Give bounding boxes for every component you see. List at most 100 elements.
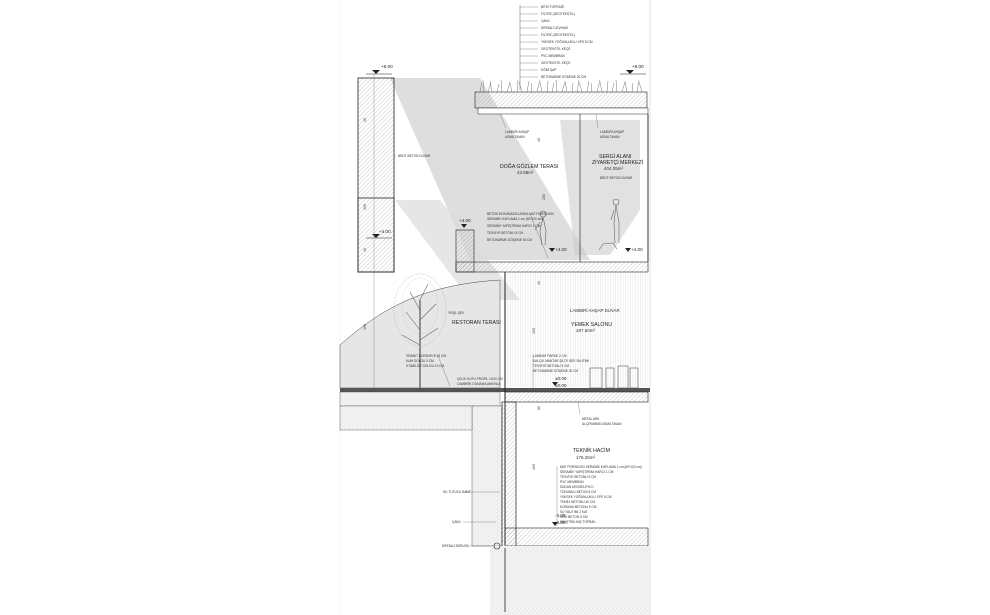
- doga-title: DOĞA GÖZLEM TERASI: [500, 163, 558, 170]
- basement-wall: [501, 401, 517, 549]
- svg-text:40: 40: [537, 281, 541, 285]
- svg-text:DRENAJ BORUSU: DRENAJ BORUSU: [442, 544, 470, 548]
- dining-wood-wall: [505, 272, 648, 388]
- ground-fill: [339, 391, 501, 407]
- teknik-area: 176.25m²: [576, 455, 596, 460]
- ground-floor-slab: [504, 391, 649, 403]
- green-roof-slab: [474, 91, 648, 109]
- svg-text:LAMBİRİ AHŞAP: LAMBİRİ AHŞAP: [505, 129, 529, 134]
- restoran-label: RESTORAN TERASI: [452, 320, 501, 326]
- roof-layer-text: FİLTRE (GEOTEKSTİL): [541, 11, 575, 16]
- svg-text:SERAMİK YAPIŞTIRMA HARCI 1 CM: SERAMİK YAPIŞTIRMA HARCI 1 CM: [560, 469, 614, 474]
- svg-text:LAMBİRİ AHŞAP: LAMBİRİ AHŞAP: [600, 129, 624, 134]
- roof-ceiling-board: [477, 107, 649, 115]
- svg-text:-4.00: -4.00: [555, 520, 566, 525]
- roof-layer-text: FİLTRE (GEOTEKSTİL): [541, 32, 575, 37]
- annotation-drenaj: DRENAJ BORUSU: [442, 542, 501, 550]
- svg-text:METAL ARK: METAL ARK: [582, 417, 600, 421]
- roof-layer-text: BİTKİ TOPRAĞI: [541, 4, 564, 9]
- foundation-soil: [490, 546, 650, 615]
- svg-text:ÇELİK KUTU PROFİL 10/10 CM: ÇELİK KUTU PROFİL 10/10 CM: [457, 376, 503, 381]
- tech-floor-layer-list: MAT PORSELEN SERAMİK KAPLAMA 1 cm (60*12…: [556, 464, 642, 526]
- svg-text:+4.00: +4.00: [379, 229, 391, 234]
- svg-text:400: 400: [532, 464, 536, 470]
- svg-text:TOHUMLU BETON 5 CM: TOHUMLU BETON 5 CM: [560, 490, 596, 494]
- svg-text:GRANIT BORDÜR 8*15 CM: GRANIT BORDÜR 8*15 CM: [406, 354, 446, 358]
- svg-text:280: 280: [542, 194, 546, 200]
- doga-area: 43.58m²: [517, 170, 534, 175]
- drainage-pipe-icon: [493, 542, 501, 550]
- svg-text:ALÇIPANIMD ASMA TAVAN: ALÇIPANIMD ASMA TAVAN: [582, 422, 622, 426]
- svg-text:BETONARME DÖŞEME 20 CM: BETONARME DÖŞEME 20 CM: [533, 369, 578, 373]
- svg-text:CAMBRİK DONAMA ANKRAJI: CAMBRİK DONAMA ANKRAJI: [457, 381, 501, 386]
- roof-layer-list: BİTKİ TOPRAĞI FİLTRE (GEOTEKSTİL) ÇAKIL …: [520, 4, 593, 79]
- svg-text:TESVİYE BETONU 5 CM: TESVİYE BETONU 5 CM: [560, 474, 596, 479]
- roof-layer-text: YÜKSEK YOĞUNLUKLU XPS 8 CM: [541, 39, 593, 44]
- level-marker-top-right: +8.00: [620, 64, 646, 75]
- svg-text:+8.00: +8.00: [381, 64, 393, 69]
- roof-layer-text: GEOTEKSTİL KEÇE: [541, 60, 570, 65]
- tree-icon: [393, 273, 447, 388]
- svg-text:TESVİYE BETONU 5 CM: TESVİYE BETONU 5 CM: [487, 230, 523, 235]
- svg-text:YÜKSEK YOĞUNLUKLU XPS 5 CM: YÜKSEK YOĞUNLUKLU XPS 5 CM: [560, 494, 612, 499]
- svg-text:TESVİYE BETONU 5 CM: TESVİYE BETONU 5 CM: [533, 363, 569, 368]
- level-marker-basement: -4.00 -4.00: [552, 513, 566, 526]
- svg-text:+8.00: +8.00: [632, 64, 644, 69]
- annotation-steel-profile: ÇELİK KUTU PROFİL 10/10 CM CAMBRİK DONAM…: [457, 376, 503, 386]
- annotation-metal-ark: METAL ARK ALÇIPANIMD ASMA TAVAN: [577, 401, 622, 426]
- sergi-title-2: ZİYARETÇİ MERKEZİ: [592, 159, 643, 166]
- lambiri-duvar-label: LAMBİRİ AHŞAP DUVAR: [570, 308, 620, 313]
- svg-text:PVC MEMBRAN: PVC MEMBRAN: [560, 480, 584, 484]
- annotation-lambiri-right: LAMBİRİ AHŞAP ASMA TAVAN: [595, 113, 624, 139]
- person-silhouette-icon: [534, 198, 620, 251]
- svg-text:+4.00: +4.00: [459, 218, 471, 223]
- svg-text:BETONARME DÖŞEME 40 CM: BETONARME DÖŞEME 40 CM: [487, 238, 532, 242]
- roof-layer-text: ÇAKIL: [541, 19, 550, 23]
- roof-layer-text: EĞİM ŞAP: [541, 67, 556, 72]
- sergi-area: 404.05m²: [604, 166, 624, 171]
- svg-text:MAT PORSELEN SERAMİK KAPLAMA 1: MAT PORSELEN SERAMİK KAPLAMA 1 cm (60*12…: [560, 464, 642, 469]
- svg-text:+4.00: +4.00: [631, 247, 643, 252]
- svg-text:BRÜT BETON DUVAR: BRÜT BETON DUVAR: [398, 154, 431, 158]
- yemek-area: 287.60m²: [576, 328, 596, 333]
- level-marker-gallery: +4.00 +4.00: [549, 247, 643, 252]
- svg-text:+4.00: +4.00: [555, 247, 567, 252]
- svg-text:SIKIŞTIRILMIŞ TOPRAK: SIKIŞTIRILMIŞ TOPRAK: [560, 520, 596, 524]
- svg-text:ASMA TAVAN: ASMA TAVAN: [600, 135, 620, 139]
- svg-text:STABİLİZE DOLGU 10 CM: STABİLİZE DOLGU 10 CM: [406, 363, 445, 368]
- svg-text:LAMİNAT PARKE 2 CM: LAMİNAT PARKE 2 CM: [533, 353, 567, 358]
- sergi-title: SERGİ ALANI: [599, 153, 631, 160]
- svg-text:GRO BETON 5 CM: GRO BETON 5 CM: [560, 515, 588, 519]
- svg-text:40: 40: [363, 248, 367, 252]
- svg-text:300: 300: [363, 204, 367, 210]
- svg-text:40: 40: [537, 138, 541, 142]
- terrace-layer-list: BETON DOKUMASIZLARDA MAT PORSELEN SERAMİ…: [487, 212, 554, 259]
- roof-layer-text: PVC MEMBRAN: [541, 54, 565, 58]
- svg-text:±0.00: ±0.00: [555, 383, 567, 388]
- svg-text:400: 400: [532, 328, 536, 334]
- svg-text:40: 40: [363, 118, 367, 122]
- level-marker-ground: ±0.00 ±0.00: [552, 376, 567, 388]
- annotation-lambiri-left: LAMBİRİ AHŞAP ASMA TAVAN: [499, 113, 529, 139]
- roof-layer-text: DRENAJ LEVHASI: [541, 26, 568, 30]
- terrace-slab: [455, 261, 649, 273]
- brut-concrete-column: [357, 77, 395, 273]
- foundation-slab: [504, 527, 649, 547]
- svg-text:SU YALITIMI 2 KAT: SU YALITIMI 2 KAT: [560, 510, 588, 514]
- svg-text:ASMA TAVAN: ASMA TAVAN: [505, 135, 525, 139]
- roof-layer-text: GEOTEKSTİL KEÇE: [541, 46, 570, 51]
- dining-floor-layer-list: LAMİNAT PARKE 2 CM KALÇIK MANTAR ŞİLTE S…: [532, 353, 589, 390]
- svg-text:±0.00: ±0.00: [555, 376, 567, 381]
- svg-text:400: 400: [363, 324, 367, 330]
- sergi-brut-note: BRÜT BETON DUVAR: [600, 176, 633, 180]
- dimension-labels: 40 300 40 400 400 400 40 40 60 280: [363, 118, 546, 470]
- svg-text:SERAMİK YAPIŞTIRMA HARCI 1 CM: SERAMİK YAPIŞTIRMA HARCI 1 CM: [487, 223, 541, 228]
- concrete-column-lower: [357, 197, 395, 273]
- svg-text:BETON DOKUMASIZLARDA MAT PORSE: BETON DOKUMASIZLARDA MAT PORSELEN: [487, 212, 554, 216]
- svg-text:60: 60: [537, 406, 541, 410]
- svg-text:ÇAKIL: ÇAKIL: [452, 520, 461, 524]
- svg-text:SUDAN DENGELEYICI: SUDAN DENGELEYICI: [560, 485, 594, 489]
- teknik-title: TEKNİK HACİM: [573, 447, 610, 454]
- yesil-sev-label: YEŞİL ŞEV: [448, 310, 465, 315]
- retaining-soil: [471, 405, 503, 547]
